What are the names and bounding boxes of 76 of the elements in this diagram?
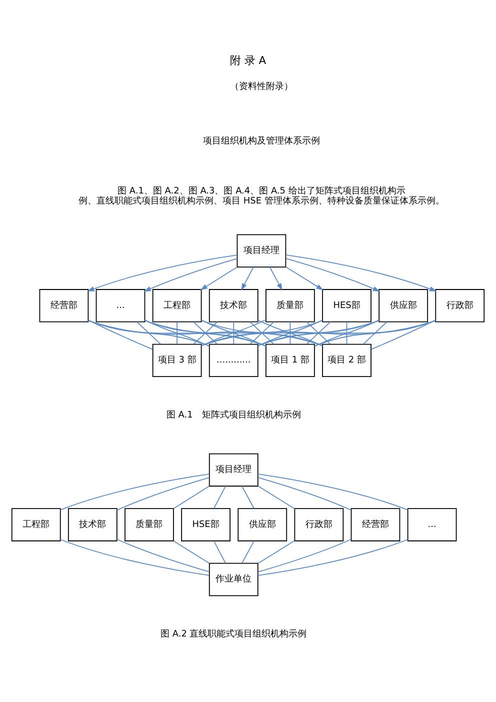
connector [144, 320, 323, 346]
connector [144, 320, 266, 346]
node-box: 项目 1 部 [266, 344, 315, 378]
node-box: 工程部 [11, 508, 61, 542]
connector [306, 321, 331, 344]
node-box: 行政部 [435, 289, 485, 322]
connector [201, 320, 380, 346]
node-box: ............ [208, 344, 258, 378]
connector [290, 321, 291, 344]
arrow [286, 258, 380, 292]
diagram-title: 附 录 A [230, 54, 266, 67]
connector [88, 320, 323, 346]
connector [116, 477, 210, 511]
node-box: 经营部 [39, 289, 89, 322]
arrow [285, 266, 324, 290]
arrow [241, 266, 254, 290]
node-box: HSE部 [181, 508, 230, 542]
connector [200, 320, 436, 346]
node-box: 技术部 [208, 289, 258, 322]
connector [258, 538, 352, 572]
node-box: 作业单位 [208, 562, 258, 596]
connector [60, 474, 210, 510]
node-box: 质量部 [266, 289, 315, 322]
node-box: 质量部 [124, 508, 174, 542]
node-box: 供应部 [378, 289, 428, 322]
node-box: 项目 3 部 [152, 344, 202, 378]
node-box: 供应部 [238, 508, 288, 542]
connector [258, 486, 295, 510]
connector [173, 486, 210, 509]
connector [173, 540, 210, 564]
connector [88, 320, 210, 346]
node-box: 行政部 [294, 508, 344, 542]
label: 图 A.2 直线职能式项目组织机构示例 [160, 629, 307, 640]
connector [88, 320, 153, 350]
arrow [87, 254, 238, 292]
arrow [285, 254, 437, 292]
connector [362, 321, 388, 344]
connector [258, 539, 408, 576]
node-box: ... [96, 289, 146, 322]
connector [136, 321, 161, 344]
connector [242, 486, 254, 509]
connector [258, 320, 323, 346]
label: （资料性附录） [230, 82, 293, 92]
arrow [200, 266, 238, 290]
connector [258, 477, 352, 511]
connector [176, 321, 178, 344]
connector [258, 320, 436, 346]
connector [242, 540, 254, 564]
connector [314, 320, 380, 347]
connector [116, 538, 210, 572]
connector [60, 539, 210, 576]
label: 图 A.1 矩阵式项目组织机构示例 [166, 410, 301, 420]
connector [201, 320, 323, 346]
node-box: 经营部 [350, 508, 400, 542]
connector [213, 540, 226, 564]
connector [258, 320, 380, 346]
node-box: 项目经理 [208, 453, 258, 487]
connector [250, 321, 274, 344]
label: 图 A.1、图 A.2、图 A.3、图 A.4、图 A.5 给出了矩阵式项目组织机构示例、直线职能式项目组织机构示例、项目 HSE 管理体系示例、特种设备质量保证体系示例。 [78, 186, 444, 206]
connector [258, 474, 408, 510]
node-box: 项目 2 部 [322, 344, 372, 378]
connector [258, 540, 295, 564]
node-box: HES部 [322, 289, 372, 322]
node-box: 技术部 [68, 508, 118, 542]
connector [88, 320, 266, 346]
node-box: 工程部 [152, 289, 202, 322]
label: 项目组织机构及管理体系示例 [202, 136, 320, 147]
connector [370, 320, 436, 350]
arrow [144, 258, 238, 292]
arrow [269, 266, 282, 290]
connector [144, 320, 210, 347]
connector [213, 486, 226, 509]
connector [233, 321, 234, 344]
node-box: 项目经理 [236, 234, 286, 268]
connector [346, 321, 348, 344]
node-box: ... [407, 508, 457, 542]
